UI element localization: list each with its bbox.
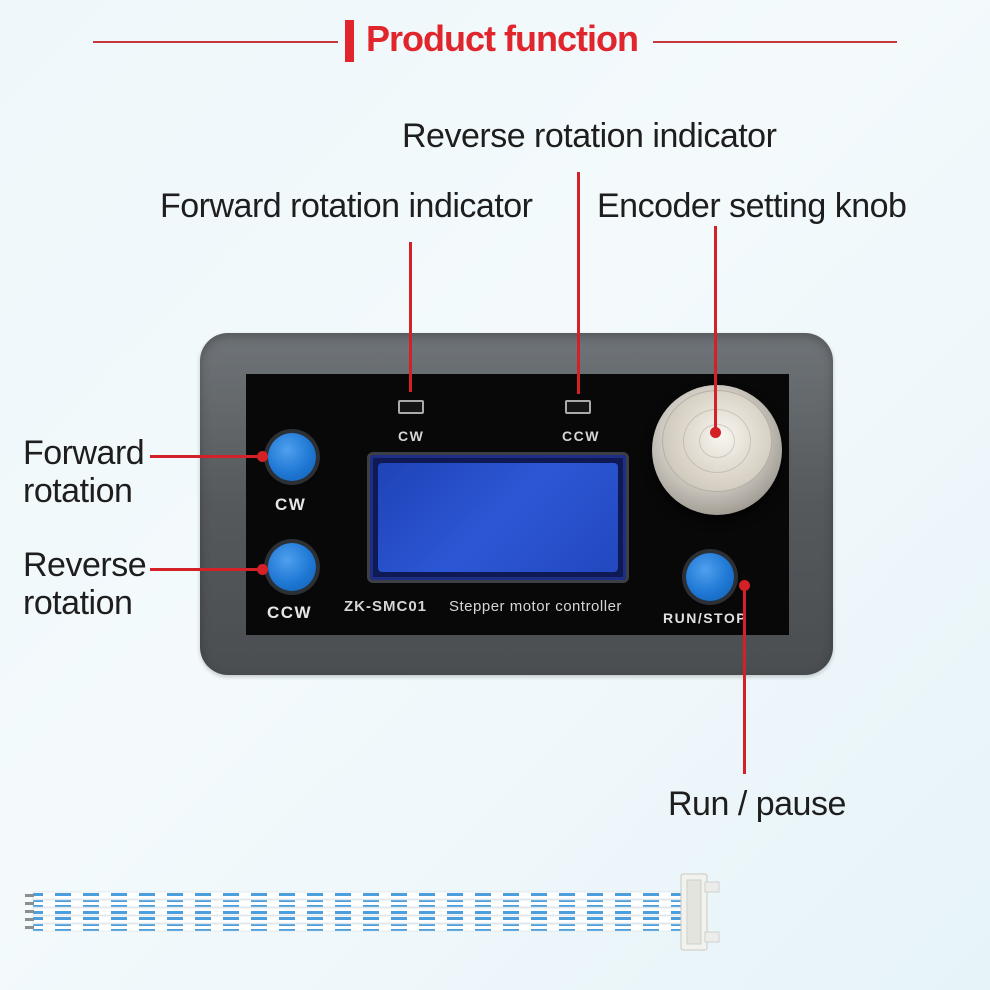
cw-button-label: CW [275,495,307,514]
lcd-screen [367,452,629,583]
forward-rotation-pointer [150,455,260,458]
cable-wires [32,891,684,932]
ribbon-cable [25,873,720,951]
reverse-indicator-led [565,400,591,414]
reverse-rotation-pointer [150,568,260,571]
knob-ring [683,409,751,473]
forward-rotation-label-line1: Forward [23,434,145,472]
forward-rotation-label-line2: rotation [23,472,133,510]
run-pause-pointer-dot [739,580,750,591]
run-pause-pointer [743,588,746,774]
knob-ring [699,424,735,458]
model-description: Stepper motor controller [449,598,622,615]
title-accent-bar [345,20,354,62]
page-title: Product function [366,18,639,59]
reverse-rotation-pointer-dot [257,564,268,575]
reverse-rotation-label-line2: rotation [23,584,133,622]
cw-button[interactable] [268,433,316,481]
encoder-knob-cap [662,390,772,492]
encoder-knob-pointer-dot [710,427,721,438]
forward-indicator-label: Forward rotation indicator [160,187,533,225]
model-label: ZK-SMC01 [344,598,428,615]
encoder-knob-pointer [714,226,717,432]
led-cw-label: CW [398,428,425,444]
encoder-knob-label: Encoder setting knob [597,187,907,225]
run-stop-button-label: RUN/STOP [663,610,748,626]
title-rule-right [653,41,897,43]
reverse-indicator-label: Reverse rotation indicator [402,117,777,155]
forward-indicator-pointer [409,242,412,392]
title-rule-left [93,41,338,43]
forward-rotation-pointer-dot [257,451,268,462]
run-stop-button[interactable] [686,553,734,601]
run-pause-label: Run / pause [668,785,846,823]
lcd-display-area [378,463,618,572]
reverse-indicator-pointer [577,172,580,394]
reverse-rotation-label-line1: Reverse [23,546,147,584]
forward-indicator-led [398,400,424,414]
led-ccw-label: CCW [562,428,600,444]
cable-connector [680,873,720,951]
ccw-button[interactable] [268,543,316,591]
ccw-button-label: CCW [267,603,313,622]
cable-left-pins [25,894,34,929]
encoder-knob[interactable] [652,385,782,515]
